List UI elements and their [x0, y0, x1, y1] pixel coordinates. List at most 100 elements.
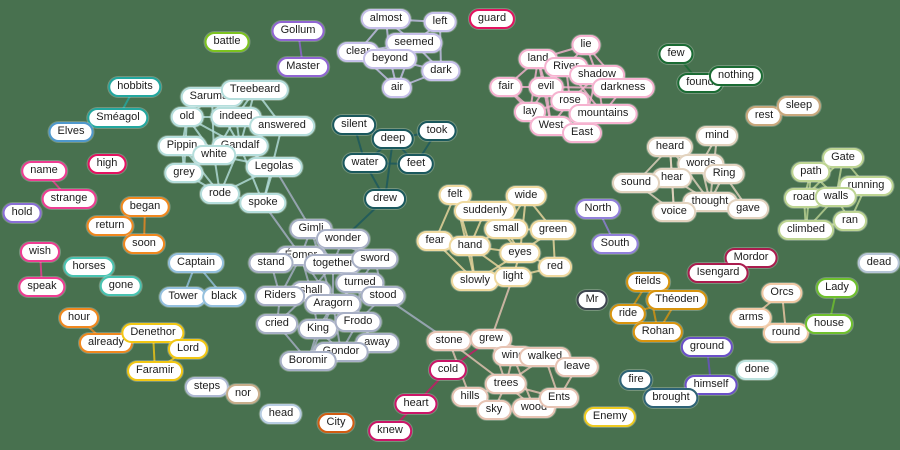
node-thought[interactable]: thought: [682, 192, 738, 212]
node-battle[interactable]: battle: [204, 32, 250, 52]
node-east[interactable]: East: [561, 123, 603, 143]
node-stone[interactable]: stone: [426, 331, 472, 351]
node-hills[interactable]: hills: [451, 387, 489, 407]
node-speak[interactable]: speak: [18, 277, 66, 297]
node-hear[interactable]: hear: [651, 168, 693, 188]
node-arms[interactable]: arms: [729, 308, 773, 328]
node-wonder[interactable]: wonder: [315, 229, 371, 249]
node-eyes[interactable]: eyes: [499, 243, 541, 263]
node-return[interactable]: return: [86, 216, 134, 236]
node-air[interactable]: air: [381, 78, 413, 98]
node-cried[interactable]: cried: [256, 314, 298, 334]
node-fear[interactable]: fear: [416, 231, 454, 251]
node-elves[interactable]: Elves: [48, 122, 94, 142]
node-began[interactable]: began: [120, 197, 170, 217]
node-mr[interactable]: Mr: [576, 290, 608, 310]
node-drew[interactable]: drew: [364, 189, 406, 209]
node-steps[interactable]: steps: [184, 377, 230, 397]
node-cold[interactable]: cold: [428, 360, 468, 380]
node-king[interactable]: King: [297, 319, 339, 339]
node-west[interactable]: West: [529, 116, 573, 136]
node-almost[interactable]: almost: [360, 9, 412, 29]
node-sky[interactable]: sky: [476, 400, 512, 420]
node-path[interactable]: path: [791, 162, 831, 182]
node-master[interactable]: Master: [277, 57, 329, 77]
node-feet[interactable]: feet: [397, 154, 435, 174]
node-sleep[interactable]: sleep: [776, 96, 822, 116]
node-suddenly[interactable]: suddenly: [453, 201, 517, 221]
node-frodo[interactable]: Frodo: [334, 312, 382, 332]
node-rode[interactable]: rode: [199, 184, 241, 204]
node-sound[interactable]: sound: [612, 173, 660, 193]
node-grey[interactable]: grey: [164, 163, 204, 183]
node-left[interactable]: left: [423, 12, 457, 32]
node-himself[interactable]: himself: [684, 375, 738, 395]
node-smeagol[interactable]: Sméagol: [87, 108, 149, 128]
node-nothing[interactable]: nothing: [708, 66, 764, 86]
node-brought[interactable]: brought: [643, 388, 699, 408]
node-dark[interactable]: dark: [421, 61, 461, 81]
node-ring[interactable]: Ring: [703, 164, 745, 184]
node-hour[interactable]: hour: [58, 308, 100, 328]
node-south[interactable]: South: [591, 234, 639, 254]
node-theoden[interactable]: Théoden: [646, 290, 708, 310]
node-horses[interactable]: horses: [63, 257, 115, 277]
node-black[interactable]: black: [202, 287, 246, 307]
node-together[interactable]: together: [303, 254, 363, 274]
node-wish[interactable]: wish: [19, 242, 61, 262]
node-lord[interactable]: Lord: [167, 339, 209, 359]
node-rohan[interactable]: Rohan: [632, 322, 684, 342]
node-small[interactable]: small: [484, 219, 528, 239]
node-hobbits[interactable]: hobbits: [108, 77, 162, 97]
node-sword[interactable]: sword: [351, 249, 399, 269]
node-answered[interactable]: answered: [249, 116, 315, 136]
node-ground[interactable]: ground: [680, 337, 734, 357]
node-guard[interactable]: guard: [468, 9, 516, 29]
node-voice[interactable]: voice: [652, 202, 696, 222]
node-slowly[interactable]: slowly: [451, 271, 499, 291]
node-climbed[interactable]: climbed: [778, 220, 834, 240]
node-silent[interactable]: silent: [332, 115, 376, 135]
node-fire[interactable]: fire: [619, 370, 653, 390]
node-lady[interactable]: Lady: [816, 278, 858, 298]
node-light[interactable]: light: [493, 267, 533, 287]
node-white[interactable]: white: [192, 145, 236, 165]
node-gave[interactable]: gave: [727, 199, 769, 219]
node-captain[interactable]: Captain: [168, 253, 224, 273]
node-heart[interactable]: heart: [394, 394, 438, 414]
node-strange[interactable]: strange: [41, 189, 97, 209]
node-old[interactable]: old: [170, 107, 204, 127]
node-took[interactable]: took: [417, 121, 457, 141]
node-walls[interactable]: walls: [814, 187, 858, 207]
node-riders[interactable]: Riders: [255, 286, 305, 306]
node-darkness[interactable]: darkness: [591, 78, 655, 98]
node-enemy[interactable]: Enemy: [583, 407, 637, 427]
node-red[interactable]: red: [538, 257, 572, 277]
node-rest[interactable]: rest: [745, 106, 783, 126]
node-already[interactable]: already: [78, 333, 134, 353]
node-beyond[interactable]: beyond: [362, 49, 418, 69]
node-grew[interactable]: grew: [470, 329, 512, 349]
node-high[interactable]: high: [87, 154, 127, 174]
node-knew[interactable]: knew: [368, 421, 412, 441]
node-spoke[interactable]: spoke: [239, 193, 287, 213]
node-faramir[interactable]: Faramir: [127, 361, 183, 381]
node-gate[interactable]: Gate: [822, 148, 864, 168]
node-nor[interactable]: nor: [226, 384, 260, 404]
node-name[interactable]: name: [21, 161, 67, 181]
node-deep[interactable]: deep: [371, 129, 415, 149]
node-hand[interactable]: hand: [448, 236, 492, 256]
node-north[interactable]: North: [575, 199, 621, 219]
node-ride[interactable]: ride: [609, 304, 647, 324]
node-head[interactable]: head: [259, 404, 303, 424]
node-stand[interactable]: stand: [248, 253, 294, 273]
node-fields[interactable]: fields: [626, 272, 670, 292]
node-city[interactable]: City: [317, 413, 355, 433]
node-heard[interactable]: heard: [646, 137, 694, 157]
node-house[interactable]: house: [805, 314, 853, 334]
node-water[interactable]: water: [342, 153, 388, 173]
node-leave[interactable]: leave: [554, 357, 600, 377]
node-wide[interactable]: wide: [505, 186, 547, 206]
node-ran[interactable]: ran: [833, 211, 867, 231]
node-road[interactable]: road: [783, 188, 825, 208]
